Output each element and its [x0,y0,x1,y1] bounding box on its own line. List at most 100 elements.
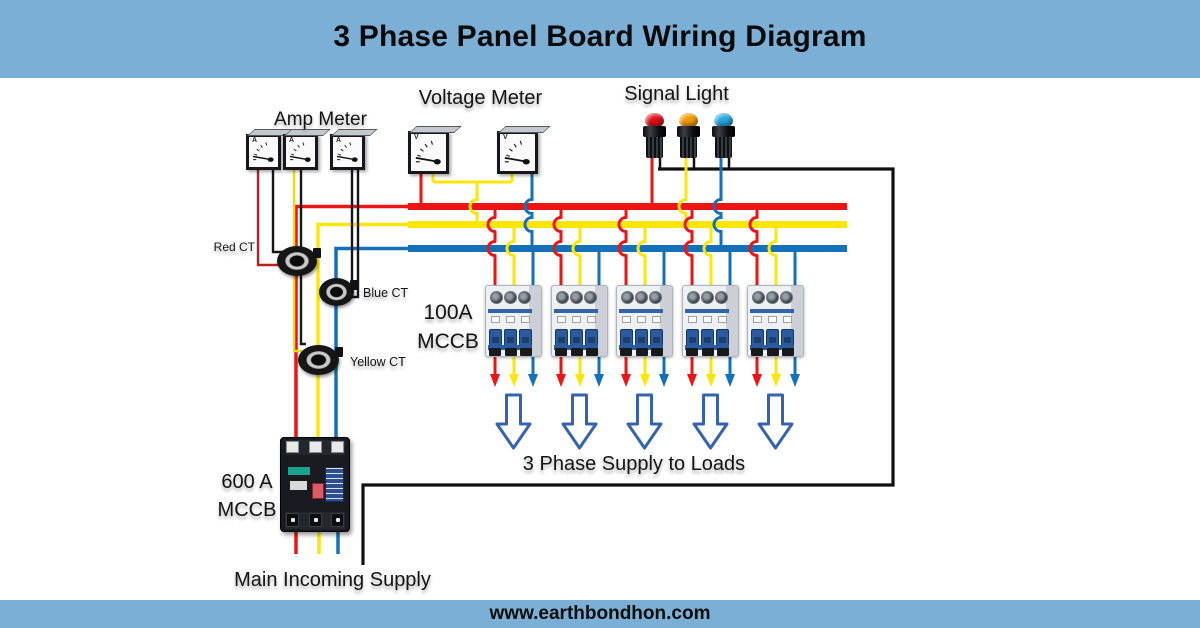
branch-breaker-mccb [747,285,804,357]
signal-light-collar [643,126,666,137]
meter-unit-letter: A [252,137,258,144]
main-conductor-blue [334,246,410,443]
breaker-terminal-screws [621,291,662,304]
branch-rating-line2: MCCB [417,330,479,353]
mccb-top-terminals [285,440,345,455]
breaker-toggle-levers [751,329,794,346]
breaker-bottom-terminals [489,348,532,356]
neutral-wire [361,167,895,565]
breaker-indicator-windows [688,316,727,323]
breaker-terminal-screws [556,291,597,304]
amp3-wire-black-b [352,170,360,299]
signal-light-body [715,137,732,158]
meter-face [336,142,358,162]
branch-breaker-rating-label: 100A MCCB [416,298,480,356]
branch-breaker-mccb [551,285,608,357]
amp1-wire-red [256,170,280,267]
breaker-indicator-windows [557,316,596,323]
meter-unit-letter: V [503,134,508,141]
breaker-bottom-terminals [686,348,729,356]
main-breaker-rating-label: 600 A MCCB [210,468,284,524]
breaker-terminal-screws [687,291,728,304]
signal-light-label: Signal Light [624,83,729,105]
red-ct [277,246,321,276]
signal-light-body [646,137,663,158]
breaker-toggle-base [619,345,663,350]
signal-light-collar [712,126,735,137]
light-wire-yellow [677,155,688,222]
mccb-trip-button [312,483,324,499]
volt2-wire-blue [523,172,534,246]
branch-breaker-mccb [616,285,673,357]
meter-face [252,142,274,162]
breaker-label-band [750,309,794,313]
main-incoming-label: Main Incoming Supply [234,569,431,591]
breaker-label-band [619,309,663,313]
panel-meter: V [408,131,449,174]
breaker-label-band [554,309,598,313]
breaker-toggle-levers [620,329,663,346]
meter-face [504,140,530,165]
page-title: 3 Phase Panel Board Wiring Diagram [333,20,867,53]
main-rating-line1: 600 A [221,471,273,493]
signal-light-red [643,113,666,158]
red-ct-label: Red CT [213,240,255,254]
footer-band: www.earthbondhon.com [0,600,1200,628]
yellow-ct-label: Yellow CT [350,355,406,369]
breaker-toggle-levers [555,329,598,346]
main-conductor-red [294,204,410,443]
breaker-toggle-base [750,345,794,350]
blue-ct-label: Blue CT [363,286,409,300]
breaker-terminal-screws [752,291,793,304]
meter-face [415,140,441,165]
breaker-toggle-levers [686,329,729,346]
signal-light-cap [714,113,733,127]
amp2-wire-black [299,170,306,346]
meter-face [289,142,311,162]
breaker-label-band [685,309,729,313]
voltage-meter-label: Voltage Meter [418,87,543,109]
amp2-wire-yellow [292,170,302,353]
breaker-indicator-windows [491,316,530,323]
blue-ct [319,278,358,306]
signal-light-collar [677,126,700,137]
yellow-ct [298,345,343,375]
breaker-toggle-levers [489,329,532,346]
footer-url: www.earthbondhon.com [489,603,711,624]
panel-meter: A [283,134,318,170]
loads-label: 3 Phase Supply to Loads [522,453,746,475]
panel-meter: V [497,131,538,174]
title-band [0,0,1200,78]
breaker-indicator-windows [622,316,661,323]
breaker-bottom-terminals [555,348,598,356]
meter-unit-letter: A [289,137,295,144]
mccb-rating-window [290,481,307,490]
main-breaker-mccb [280,437,350,532]
branch-wiring [486,208,800,450]
breaker-toggle-base [554,345,598,350]
breaker-toggle-base [685,345,729,350]
amp-meter-label: Amp Meter [274,109,367,130]
signal-light-body [680,137,697,158]
branch-breaker-mccb [485,285,542,357]
volt-wire-yellow-drop [468,180,479,222]
meter-unit-letter: A [336,137,342,144]
breaker-toggle-base [488,345,532,350]
light-wire-blue [712,155,723,246]
main-rating-line2: MCCB [217,499,277,521]
panel-meter: A [246,134,281,170]
breaker-indicator-windows [753,316,792,323]
signal-light-amber [677,113,700,158]
mccb-bottom-terminals [285,512,345,529]
meter-unit-letter: V [414,134,419,141]
signal-light-cap [679,113,698,127]
breaker-bottom-terminals [620,348,663,356]
mccb-spec-panel [325,467,344,502]
signal-light-blue [712,113,735,158]
signal-light-cap [645,113,664,127]
